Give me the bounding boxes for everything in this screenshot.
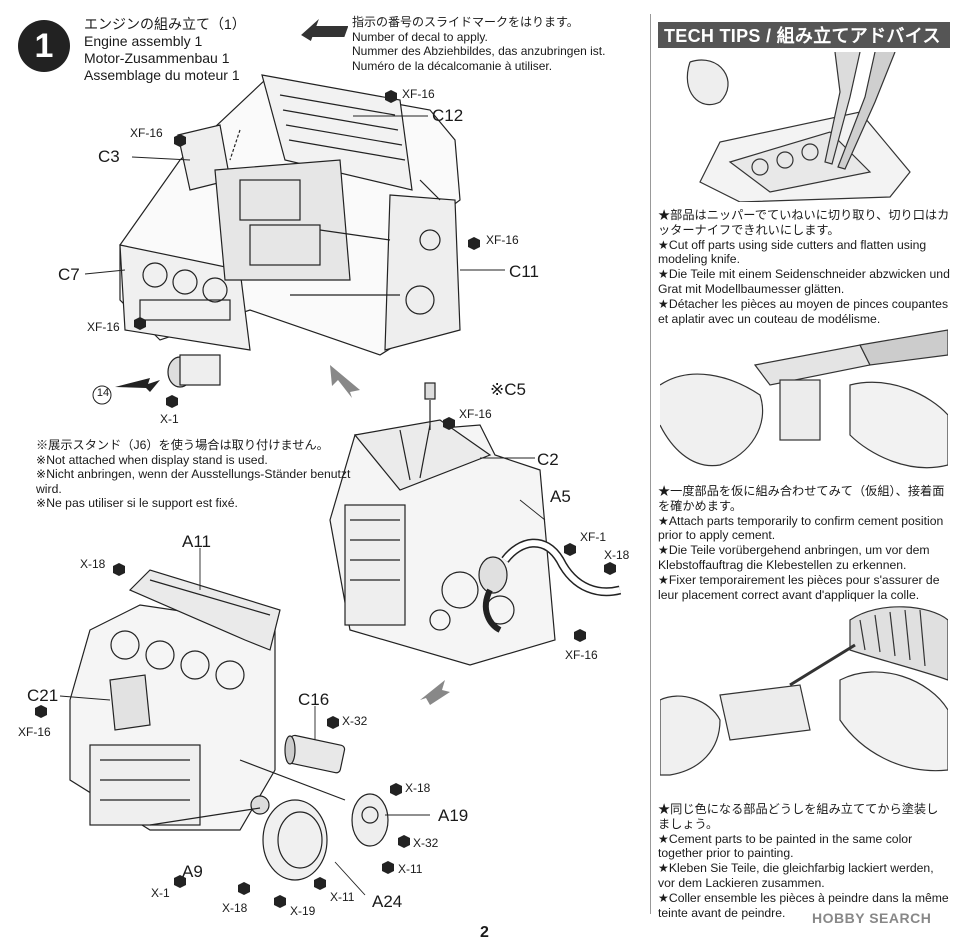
decal-note-ja: 指示の番号のスライドマークをはります。: [352, 15, 579, 29]
paint-label-xf16-c21: XF-16: [18, 725, 51, 739]
tip1-fr: ★Détacher les pièces au moyen de pinces …: [658, 296, 949, 326]
stand-note-fr: ※Ne pas utiliser si le support est fixé.: [36, 496, 238, 510]
part-label-c12: C12: [432, 106, 464, 125]
tip2-ja: ★一度部品を仮に組み合わせてみて（仮組）、接着面を確かめます。: [658, 484, 945, 513]
watermark-brand: HOBBY SEARCH: [812, 910, 932, 926]
part-label-c11: C11: [509, 262, 539, 281]
part-label-a5: A5: [550, 487, 571, 506]
tip2-en: ★Attach parts temporarily to confirm cem…: [658, 513, 944, 543]
paint-label-xf16-c12: XF-16: [402, 87, 435, 101]
tip3-ja: ★同じ色になる部品どうしを組み立ててから塗装しましょう。: [658, 802, 939, 831]
paint-label-xf16-c7: XF-16: [87, 320, 120, 334]
step-title: エンジンの組み立て（1） Engine assembly 1 Motor-Zus…: [84, 16, 246, 84]
tech-tips-header: TECH TIPS / 組み立てアドバイス: [658, 22, 950, 48]
paint-label-x11-a19: X-11: [398, 862, 423, 876]
decal-number-14: 14: [96, 387, 110, 399]
decal-note-en: Number of decal to apply.: [352, 29, 488, 44]
paint-label-x18-a19: X-18: [405, 781, 431, 795]
page-number: 2: [480, 924, 489, 941]
paint-label-x18-a24: X-18: [222, 901, 248, 915]
tip2-de: ★Die Teile vorübergehend anbringen, um v…: [658, 543, 930, 572]
tip-illustration-cement-brush: [660, 606, 948, 776]
decal-note-de: Nummer des Abziehbildes, das anzubringen…: [352, 44, 606, 58]
paint-label-x1-a9: X-1: [151, 886, 170, 900]
step-title-fr: Assemblage du moteur 1: [84, 67, 240, 83]
stand-note-ja: ※展示スタンド（J6）を使う場合は取り付けません。: [36, 438, 329, 452]
part-label-a24: A24: [372, 892, 403, 911]
paint-label-xf16-c5: XF-16: [459, 407, 492, 421]
step-title-de: Motor-Zusammenbau 1: [84, 50, 230, 66]
paint-label-x18-a11: X-18: [80, 557, 106, 571]
part-label-a11: A11: [182, 532, 211, 551]
tip-illustration-modeling-knife: [660, 329, 948, 469]
part-label-c7: C7: [58, 265, 80, 284]
tip1-de: ★Die Teile mit einem Seidenschneider abz…: [658, 267, 950, 296]
step-title-ja: エンジンの組み立て（1）: [84, 16, 246, 32]
paint-label-x32-a19: X-32: [413, 836, 439, 850]
paint-label-xf1-a5: XF-1: [580, 530, 607, 544]
tip2-text: ★一度部品を仮に組み合わせてみて（仮組）、接着面を確かめます。 ★Attach …: [658, 484, 950, 602]
tech-tips-panel: [650, 14, 963, 914]
stand-note-de: ※Nicht anbringen, wenn der Ausstellungs-…: [36, 467, 351, 496]
paint-label-xf16-a5: XF-16: [565, 648, 598, 662]
part-label-a9: A9: [182, 862, 203, 881]
display-stand-note: ※展示スタンド（J6）を使う場合は取り付けません。 ※Not attached …: [36, 438, 356, 511]
paint-label-x18-a5: X-18: [604, 548, 630, 562]
stand-note-en: ※Not attached when display stand is used…: [36, 452, 268, 467]
step-title-en: Engine assembly 1: [84, 33, 203, 49]
paint-label-xf16-c3: XF-16: [130, 126, 163, 140]
decal-arrow-icon: [301, 19, 348, 41]
part-label-c5: ※C5: [490, 380, 526, 399]
tip3-fr: ★Coller ensemble les pièces à peindre da…: [658, 890, 949, 920]
part-label-a19: A19: [438, 806, 469, 825]
tip1-text: ★部品はニッパーでていねいに切り取り、切り口はカッターナイフできれいにします。 …: [658, 208, 950, 326]
tip3-de: ★Kleben Sie Teile, die gleichfarbig lack…: [658, 861, 934, 890]
engine-assembly-diagram: [35, 74, 622, 908]
decal-note-fr: Numéro de la décalcomanie à utiliser.: [352, 58, 553, 73]
tip-illustration-side-cutters: [686, 52, 911, 202]
part-label-c3: C3: [98, 147, 120, 166]
tip2-fr: ★Fixer temporairement les pièces pour s'…: [658, 572, 940, 602]
decal-note: 指示の番号のスライドマークをはります。 Number of decal to a…: [352, 15, 605, 73]
paint-label-x32-c16: X-32: [342, 714, 368, 728]
tip1-en: ★Cut off parts using side cutters and fl…: [658, 237, 927, 267]
part-label-c16: C16: [298, 690, 330, 709]
paint-label-x1-c7: X-1: [160, 412, 179, 426]
tip1-ja: ★部品はニッパーでていねいに切り取り、切り口はカッターナイフできれいにします。: [658, 208, 950, 237]
paint-label-x19-a24: X-19: [290, 904, 316, 918]
paint-label-xf16-c11: XF-16: [486, 233, 519, 247]
part-label-c21: C21: [27, 686, 59, 705]
part-label-c2: C2: [537, 450, 559, 469]
tip3-text: ★同じ色になる部品どうしを組み立ててから塗装しましょう。 ★Cement par…: [658, 802, 950, 920]
step-number-badge: 1: [18, 20, 70, 72]
paint-label-x11-a24: X-11: [330, 890, 355, 904]
tip3-en: ★Cement parts to be painted in the same …: [658, 831, 913, 861]
